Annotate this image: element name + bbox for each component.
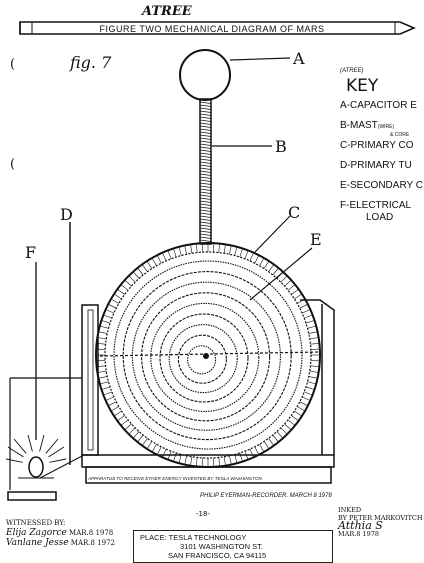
figure-label: fig. 7: [69, 53, 112, 72]
coil-disc: [95, 242, 321, 468]
capacitor-sphere: [179, 49, 231, 101]
key-item-b-label: B-MAST: [340, 120, 378, 131]
header-banner-title: FIGURE TWO MECHANICAL DIAGRAM OF MARS: [99, 24, 324, 34]
key-item-d: D-PRIMARY TU: [340, 160, 412, 171]
key-panel: (ATREE) KEY A-CAPACITOR E B-MAST(WIRE) &…: [336, 40, 424, 240]
label-b: B: [275, 137, 287, 156]
leader-c: [254, 215, 291, 253]
lamp-load: [5, 262, 83, 501]
key-item-f-cont: LOAD: [366, 212, 394, 223]
inked-date: MAR.8 1978: [338, 530, 380, 538]
witness-2-date: MAR.8 1972: [70, 539, 116, 547]
key-item-b-note2: & CORE: [390, 132, 410, 138]
witness-2-signature: Vanlane Jesse: [6, 538, 69, 548]
mast: [199, 98, 212, 245]
place-line-1: PLACE: TESLA TECHNOLOGY: [140, 533, 247, 542]
key-item-f: F-ELECTRICAL: [340, 200, 412, 211]
place-line-3: SAN FRANCISCO, CA 94115: [168, 551, 267, 560]
key-item-c: C-PRIMARY CO: [340, 140, 414, 151]
leader-e: [249, 247, 313, 301]
place-line-2: 3101 WASHINGTON ST.: [180, 542, 263, 551]
key-item-b-note: (WIRE): [377, 124, 395, 130]
inked-by: BY PETER MARKOVITCH: [338, 514, 423, 522]
page-number: -18-: [196, 510, 210, 518]
key-note: (ATREE): [340, 68, 364, 74]
label-a: A: [292, 49, 305, 68]
key-item-e: E-SECONDARY C: [340, 180, 423, 191]
signature-line: PHILIP EYERMAN-RECORDER. MARCH 8 1978: [200, 493, 332, 499]
header-banner: FIGURE TWO MECHANICAL DIAGRAM OF MARS: [19, 21, 416, 35]
label-d: D: [60, 205, 73, 224]
inked-label: INKED: [338, 506, 362, 514]
key-item-a: A-CAPACITOR E: [340, 100, 417, 111]
witness-1-date: MAR.8 1978: [69, 529, 114, 537]
key-item-b: B-MAST(WIRE): [340, 120, 394, 131]
leader-a: [229, 57, 291, 61]
margin-mark-top: (: [10, 57, 15, 72]
inked-signature: Atthia S: [338, 519, 383, 532]
base-caption: APPARATUS TO RECEIVE ETHER ENERGY INVENT…: [87, 476, 263, 481]
label-c: C: [288, 203, 300, 222]
header-small-title: ATREE: [140, 4, 193, 19]
witness-block: WITNESSED BY: Elija Zagorce MAR.8 1978 V…: [6, 518, 115, 548]
inked-block: INKED BY PETER MARKOVITCH Atthia S MAR.8…: [338, 506, 423, 538]
witnessed-label: WITNESSED BY:: [6, 519, 66, 527]
label-e: E: [310, 230, 322, 249]
label-f: F: [25, 243, 36, 262]
place-box: PLACE: TESLA TECHNOLOGY 3101 WASHINGTON …: [133, 530, 333, 563]
margin-mark-mid: (: [10, 157, 15, 172]
witness-1-signature: Elija Zagorce: [6, 528, 67, 538]
key-title: KEY: [346, 76, 379, 96]
